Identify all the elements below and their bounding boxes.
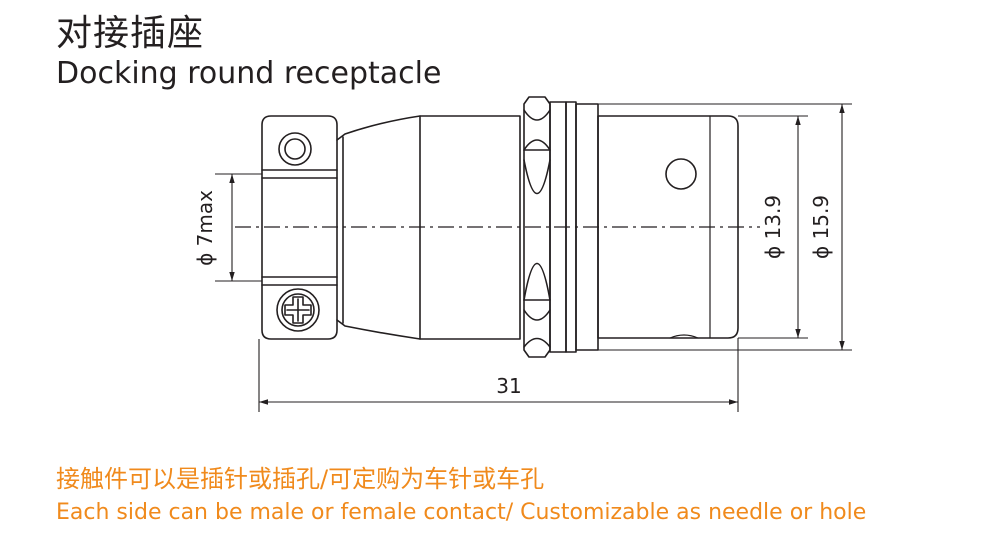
note-chinese: 接触件可以是插针或插孔/可定购为车针或车孔 (56, 465, 545, 493)
phillips-screw-icon (276, 288, 320, 332)
clamp-hole-icon (278, 132, 312, 166)
dim-diameter-15-9 (598, 103, 852, 351)
key-hole-icon (665, 158, 697, 190)
title-chinese: 对接插座 (56, 13, 205, 54)
label-inner-diameter: ϕ 7max (193, 190, 217, 266)
main-barrel (419, 115, 521, 340)
note-english: Each side can be male or female contact/… (56, 500, 867, 525)
label-length: 31 (496, 374, 521, 398)
title-english: Docking round receptacle (56, 56, 442, 91)
dim-length (258, 338, 739, 412)
tapered-neck (336, 115, 421, 340)
label-diameter-15-9: ϕ 15.9 (809, 195, 833, 259)
dim-inner-diameter (215, 173, 262, 282)
cable-clamp (261, 115, 338, 340)
hex-nut (523, 96, 551, 358)
dim-diameter-13-9 (738, 115, 808, 339)
label-diameter-13-9: ϕ 13.9 (761, 195, 785, 259)
